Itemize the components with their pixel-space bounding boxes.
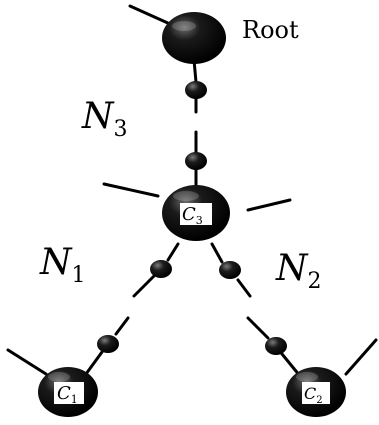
bead-n3-lower xyxy=(185,152,207,170)
edge-label-n3: N3 xyxy=(81,96,128,142)
c3-left-stub-edge xyxy=(104,184,158,196)
node-c3: C3 xyxy=(162,185,230,241)
bead-n3-upper xyxy=(185,81,207,99)
root-node xyxy=(162,12,226,64)
c3-right-stub-edge xyxy=(248,200,290,210)
n2-edge-lower xyxy=(248,318,268,338)
edge-label-n1: N1 xyxy=(39,242,86,288)
n1-edge-upper xyxy=(134,276,154,296)
bead-n1-upper xyxy=(150,260,172,278)
bead-n2-upper xyxy=(219,261,241,279)
n1-edge-lower xyxy=(116,318,128,334)
bead-n2-lower xyxy=(265,337,287,355)
root-label: Root xyxy=(242,16,299,44)
edge-label-n2: N2 xyxy=(275,248,322,294)
n1-edge-top xyxy=(168,244,178,260)
n2-edge-top xyxy=(212,244,222,262)
n2-edge-upper xyxy=(238,280,250,296)
bead-n1-lower xyxy=(97,335,119,353)
n1-edge-bottom xyxy=(86,352,102,374)
node-c2: C2 xyxy=(286,367,346,417)
c1-left-stub-edge xyxy=(8,350,46,374)
node-c1: C1 xyxy=(38,367,98,417)
root-stub-edge xyxy=(130,6,170,24)
c2-right-stub-edge xyxy=(346,340,376,374)
